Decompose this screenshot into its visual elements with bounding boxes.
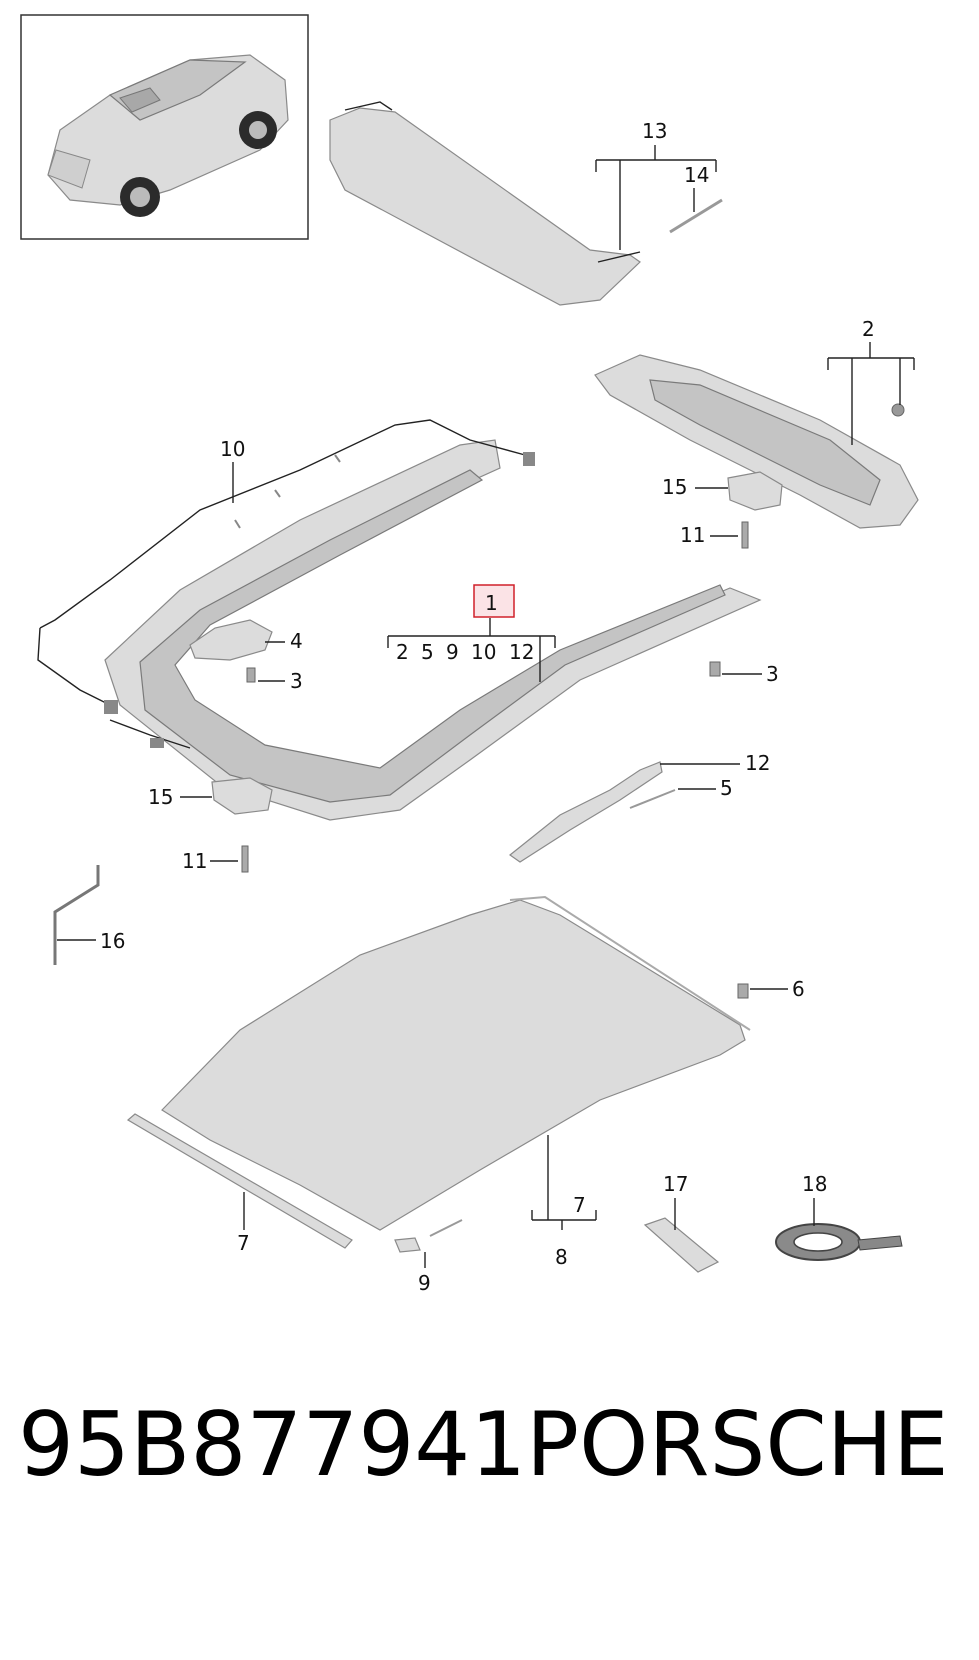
vehicle-thumbnail bbox=[20, 14, 309, 240]
drain-hose-part: 16 bbox=[53, 865, 125, 965]
svg-text:15: 15 bbox=[148, 785, 173, 809]
svg-text:3: 3 bbox=[766, 662, 779, 686]
svg-text:13: 13 bbox=[642, 119, 667, 143]
svg-text:7: 7 bbox=[237, 1231, 250, 1255]
callout-14: 14 bbox=[669, 163, 723, 234]
svg-text:12: 12 bbox=[509, 640, 534, 664]
svg-text:8: 8 bbox=[555, 1245, 568, 1269]
sunroof-frame-part bbox=[37, 419, 762, 821]
highlight-box bbox=[473, 584, 515, 618]
callout-2: 2 bbox=[827, 317, 915, 445]
callout-11-lower: 11 bbox=[182, 845, 249, 873]
guide-mechanism-part: 12 5 bbox=[508, 751, 770, 863]
svg-text:15: 15 bbox=[662, 475, 687, 499]
callout-1-main-part: 1 2 5 9 10 12 bbox=[387, 584, 556, 682]
svg-text:7: 7 bbox=[573, 1193, 586, 1217]
svg-text:2: 2 bbox=[396, 640, 409, 664]
callout-11-upper: 11 bbox=[680, 521, 749, 549]
svg-text:11: 11 bbox=[182, 849, 207, 873]
svg-text:5: 5 bbox=[421, 640, 434, 664]
seal-strip-part: 7 bbox=[126, 1113, 353, 1255]
svg-text:10: 10 bbox=[220, 437, 245, 461]
svg-text:17: 17 bbox=[663, 1172, 688, 1196]
svg-text:3: 3 bbox=[290, 669, 303, 693]
clip-part-9: 9 bbox=[394, 1219, 463, 1295]
callout-3-left: 3 bbox=[246, 667, 303, 693]
brand-name: PORSCHE bbox=[526, 1393, 949, 1496]
part-number: 95B877941 bbox=[18, 1393, 526, 1496]
svg-text:16: 16 bbox=[100, 929, 125, 953]
callout-10-top: 10 bbox=[220, 437, 245, 503]
svg-text:10: 10 bbox=[471, 640, 496, 664]
callout-3-right: 3 bbox=[709, 661, 779, 686]
svg-text:11: 11 bbox=[680, 523, 705, 547]
tape-roll-part-18: 18 bbox=[775, 1172, 903, 1261]
tube-part-17: 17 bbox=[643, 1172, 720, 1273]
wind-deflector-part bbox=[329, 101, 641, 306]
svg-text:2: 2 bbox=[862, 317, 875, 341]
svg-text:4: 4 bbox=[290, 629, 303, 653]
motor-part-upper: 15 bbox=[662, 471, 783, 511]
svg-text:9: 9 bbox=[418, 1271, 431, 1295]
callout-13: 13 bbox=[595, 119, 717, 250]
svg-text:5: 5 bbox=[720, 776, 733, 800]
svg-text:1: 1 bbox=[485, 591, 498, 615]
svg-text:14: 14 bbox=[684, 163, 709, 187]
svg-text:6: 6 bbox=[792, 977, 805, 1001]
svg-text:18: 18 bbox=[802, 1172, 827, 1196]
glass-panel-part bbox=[161, 895, 751, 1231]
bracket-part-4: 4 bbox=[189, 619, 303, 661]
screw-part-6: 6 bbox=[737, 977, 805, 1001]
svg-text:9: 9 bbox=[446, 640, 459, 664]
callout-8: 7 8 bbox=[531, 1135, 597, 1269]
svg-text:12: 12 bbox=[745, 751, 770, 775]
motor-part-lower: 15 bbox=[148, 777, 273, 815]
rear-frame-part bbox=[594, 354, 919, 529]
